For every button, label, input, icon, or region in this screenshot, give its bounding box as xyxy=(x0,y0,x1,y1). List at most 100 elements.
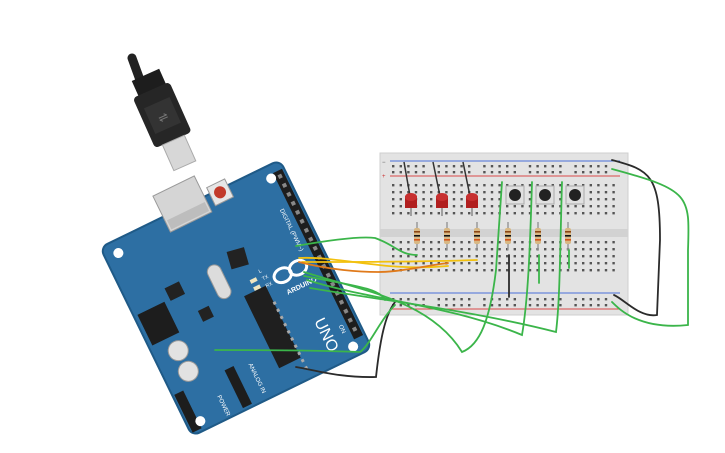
breadboard[interactable]: − + xyxy=(379,152,629,316)
rail-hole xyxy=(414,298,418,301)
led-2[interactable] xyxy=(432,161,448,216)
resistor-5[interactable] xyxy=(535,222,541,250)
rail-hole xyxy=(452,171,456,174)
rail-hole xyxy=(589,171,592,174)
breadboard-hole xyxy=(551,248,554,251)
rail-hole xyxy=(597,304,600,307)
rail-hole xyxy=(597,298,600,301)
wire-gnd-rail-right[interactable] xyxy=(611,159,661,317)
digital-pin[interactable] xyxy=(286,191,292,197)
resistor-2[interactable] xyxy=(444,222,450,250)
wire-button-2[interactable] xyxy=(306,181,533,337)
breadboard-hole xyxy=(544,248,547,251)
breadboard-hole xyxy=(452,212,456,215)
breadboard-hole xyxy=(574,262,577,265)
wire-button-3[interactable] xyxy=(309,181,563,334)
digital-pin[interactable] xyxy=(294,209,301,215)
breadboard-hole xyxy=(414,255,418,258)
arduino-uno-board[interactable]: TX RX L ARDUINO UNO DIGITAL (PWM~) POWER… xyxy=(90,139,372,436)
led-3[interactable] xyxy=(462,161,478,216)
resistor-1[interactable] xyxy=(414,222,420,250)
pushbutton-2[interactable] xyxy=(535,185,555,205)
breadboard-hole xyxy=(604,241,608,244)
breadboard-hole xyxy=(521,262,524,265)
digital-pin[interactable] xyxy=(343,308,349,314)
rail-hole xyxy=(559,304,562,307)
digital-pin[interactable] xyxy=(338,299,345,305)
breadboard-hole xyxy=(536,262,539,265)
wire-led-2[interactable] xyxy=(298,256,449,269)
resistor-3[interactable] xyxy=(474,222,480,250)
digital-pin[interactable] xyxy=(299,218,305,224)
breadboard-hole xyxy=(574,184,577,187)
resistor-6[interactable] xyxy=(565,222,571,250)
wire-gnd-board[interactable] xyxy=(295,301,396,378)
rail-hole xyxy=(574,298,577,301)
breadboard-hole xyxy=(452,205,456,208)
rail-hole xyxy=(392,165,395,168)
breadboard-hole xyxy=(559,198,562,201)
wire-5v-rail-right[interactable] xyxy=(611,168,690,327)
digital-pin[interactable] xyxy=(277,173,283,180)
usb-cable[interactable]: ⇌ xyxy=(126,53,203,174)
breadboard-hole xyxy=(506,205,509,208)
digital-pin[interactable] xyxy=(312,245,318,251)
breadboard-hole xyxy=(589,184,592,187)
breadboard-hole xyxy=(430,248,433,251)
reset-button-cap[interactable] xyxy=(212,184,228,200)
digital-pin[interactable] xyxy=(290,200,296,206)
breadboard-hole xyxy=(490,269,494,272)
breadboard-hole xyxy=(483,255,486,258)
wire-led-1[interactable] xyxy=(295,236,418,256)
digital-pin[interactable] xyxy=(347,317,353,323)
breadboard-hole xyxy=(468,184,471,187)
rail-hole xyxy=(483,171,486,174)
rail-hole xyxy=(490,165,494,168)
rail-hole xyxy=(452,304,456,307)
digital-pin[interactable] xyxy=(325,272,332,278)
breadboard-hole xyxy=(513,248,516,251)
rail-plus-label: + xyxy=(382,174,386,180)
rail-hole xyxy=(582,304,585,307)
rail-hole xyxy=(468,165,471,168)
led-1[interactable] xyxy=(403,161,417,216)
pushbutton-3[interactable] xyxy=(565,185,585,205)
breadboard-hole xyxy=(506,269,509,272)
rail-hole xyxy=(399,165,402,168)
digital-pin[interactable] xyxy=(281,182,288,189)
wire-led-3[interactable] xyxy=(301,259,478,263)
resistor-4[interactable] xyxy=(505,222,511,250)
breadboard-hole xyxy=(498,241,501,244)
wire-5v-board[interactable] xyxy=(214,304,396,353)
breadboard-hole xyxy=(566,212,570,215)
breadboard-hole xyxy=(551,212,554,215)
digital-pin[interactable] xyxy=(308,236,314,242)
rail-hole xyxy=(536,165,539,168)
breadboard-hole xyxy=(604,248,608,251)
breadboard-hole xyxy=(582,255,585,258)
analog-header[interactable] xyxy=(224,365,252,409)
breadboard-hole xyxy=(612,191,615,194)
breadboard-hole xyxy=(506,255,509,258)
power-header[interactable] xyxy=(174,390,202,433)
digital-pin[interactable] xyxy=(303,227,310,233)
rail-hole xyxy=(498,298,501,301)
breadboard-hole xyxy=(604,198,608,201)
breadboard-hole xyxy=(460,212,463,215)
mount-hole-1 xyxy=(113,248,124,259)
breadboard-hole xyxy=(399,184,402,187)
digital-pin[interactable] xyxy=(330,281,336,287)
breadboard-hole xyxy=(399,255,402,258)
breadboard-hole xyxy=(392,212,395,215)
breadboard-hole xyxy=(437,269,440,272)
digital-pin[interactable] xyxy=(351,326,358,332)
rail-hole xyxy=(551,171,554,174)
breadboard-hole xyxy=(604,269,608,272)
pushbutton-1[interactable] xyxy=(505,185,525,205)
breadboard-hole xyxy=(490,255,494,258)
breadboard-hole xyxy=(582,241,585,244)
breadboard-hole xyxy=(528,262,532,265)
chip-pin xyxy=(272,301,277,306)
wire-green-extra[interactable] xyxy=(303,275,386,301)
wire-led-2-orange[interactable] xyxy=(298,261,449,273)
